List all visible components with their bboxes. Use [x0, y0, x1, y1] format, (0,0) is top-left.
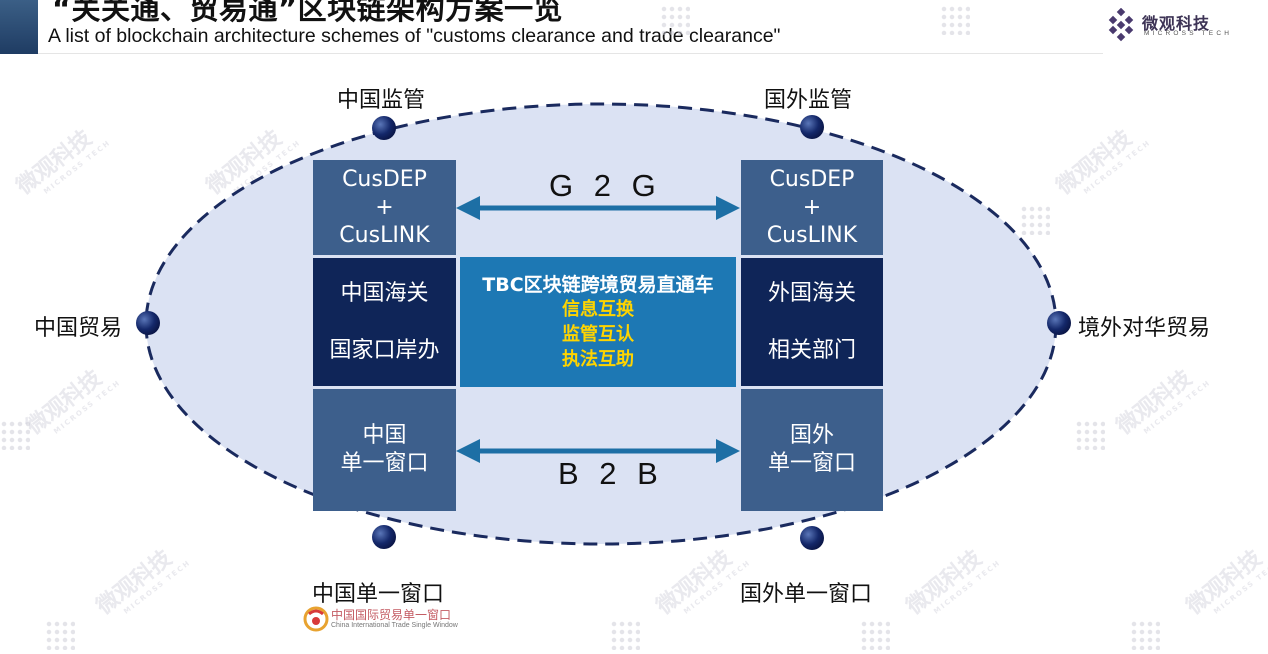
node-label-china-trade: 中国贸易 — [34, 316, 123, 341]
box-line: CusDEP — [769, 166, 855, 192]
node-dot-overseas-trade — [1047, 311, 1071, 335]
brand-logo: 微观科技 MICROSS TECH — [1104, 7, 1244, 42]
watermark-dots — [1020, 205, 1050, 235]
node-label-foreign-regulation: 国外监管 — [764, 88, 853, 113]
single-window-logo: 中国国际贸易单一窗口 China International Trade Sin… — [303, 604, 473, 636]
node-dot-foreign-regulation — [800, 115, 824, 139]
box-line: 单一窗口 — [767, 451, 856, 476]
right-customs-box: 外国海关 相关部门 — [741, 258, 883, 386]
box-line: CusLINK — [339, 222, 430, 248]
box-line: 外国海关 — [767, 281, 856, 306]
box-line: 国外 — [789, 423, 834, 448]
box-line: CusDEP — [342, 166, 427, 192]
node-dot-china-regulation — [372, 116, 396, 140]
node-label-foreign-single-window: 国外单一窗口 — [740, 582, 873, 607]
single-window-logo-cn: 中国国际贸易单一窗口 — [331, 608, 452, 622]
watermark-dots — [860, 620, 890, 650]
node-label-overseas-trade: 境外对华贸易 — [1078, 316, 1211, 341]
tbc-title: TBC区块链跨境贸易直通车 — [482, 274, 714, 296]
watermark-dots — [940, 5, 970, 35]
node-label-china-regulation: 中国监管 — [337, 88, 426, 113]
box-line: 单一窗口 — [340, 451, 429, 476]
watermark-dots — [1075, 420, 1105, 450]
b2b-arrow — [456, 439, 740, 463]
brand-mark-icon — [1108, 7, 1134, 42]
watermark-dots — [0, 420, 30, 450]
node-label-china-single-window: 中国单一窗口 — [312, 582, 445, 607]
right-cusdep-box: CusDEP + CusLINK — [741, 160, 883, 255]
box-line: + — [375, 194, 394, 220]
single-window-logo-icon — [303, 606, 329, 632]
tbc-item: 执法互助 — [562, 349, 634, 370]
watermark-dots — [660, 5, 690, 35]
b2b-label: B 2 B — [558, 456, 664, 491]
node-dot-china-trade — [136, 311, 160, 335]
watermark-dots — [1130, 620, 1160, 650]
tbc-item: 信息互换 — [562, 299, 634, 320]
g2g-arrow — [456, 196, 740, 220]
node-dot-foreign-single-window — [800, 526, 824, 550]
single-window-logo-en: China International Trade Single Window — [331, 622, 458, 629]
box-line: 相关部门 — [767, 338, 856, 363]
page-title: “关关通、贸易通”区块链架构方案一览 — [52, 0, 564, 26]
watermark-dots — [45, 620, 75, 650]
g2g-label: G 2 G — [549, 168, 662, 203]
tbc-item: 监管互认 — [562, 324, 634, 345]
header-accent-bar — [0, 0, 38, 54]
tbc-center-box: TBC区块链跨境贸易直通车 信息互换 监管互认 执法互助 — [460, 257, 736, 387]
right-single-window-box: 国外 单一窗口 — [741, 389, 883, 511]
header-divider — [38, 53, 1103, 54]
brand-name: 微观科技 — [1142, 14, 1211, 33]
box-line: 中国海关 — [340, 281, 429, 306]
left-cusdep-box: CusDEP + CusLINK — [313, 160, 456, 255]
box-line: 中国 — [362, 423, 407, 448]
left-single-window-box: 中国 单一窗口 — [313, 389, 456, 511]
left-customs-box: 中国海关 国家口岸办 — [313, 258, 456, 386]
node-dot-china-single-window — [372, 525, 396, 549]
brand-name-en: MICROSS TECH — [1144, 30, 1233, 37]
box-line: 国家口岸办 — [329, 338, 440, 363]
box-line: CusLINK — [766, 222, 858, 248]
watermark-dots — [610, 620, 640, 650]
box-line: + — [802, 194, 822, 220]
page-subtitle: A list of blockchain architecture scheme… — [48, 25, 781, 47]
